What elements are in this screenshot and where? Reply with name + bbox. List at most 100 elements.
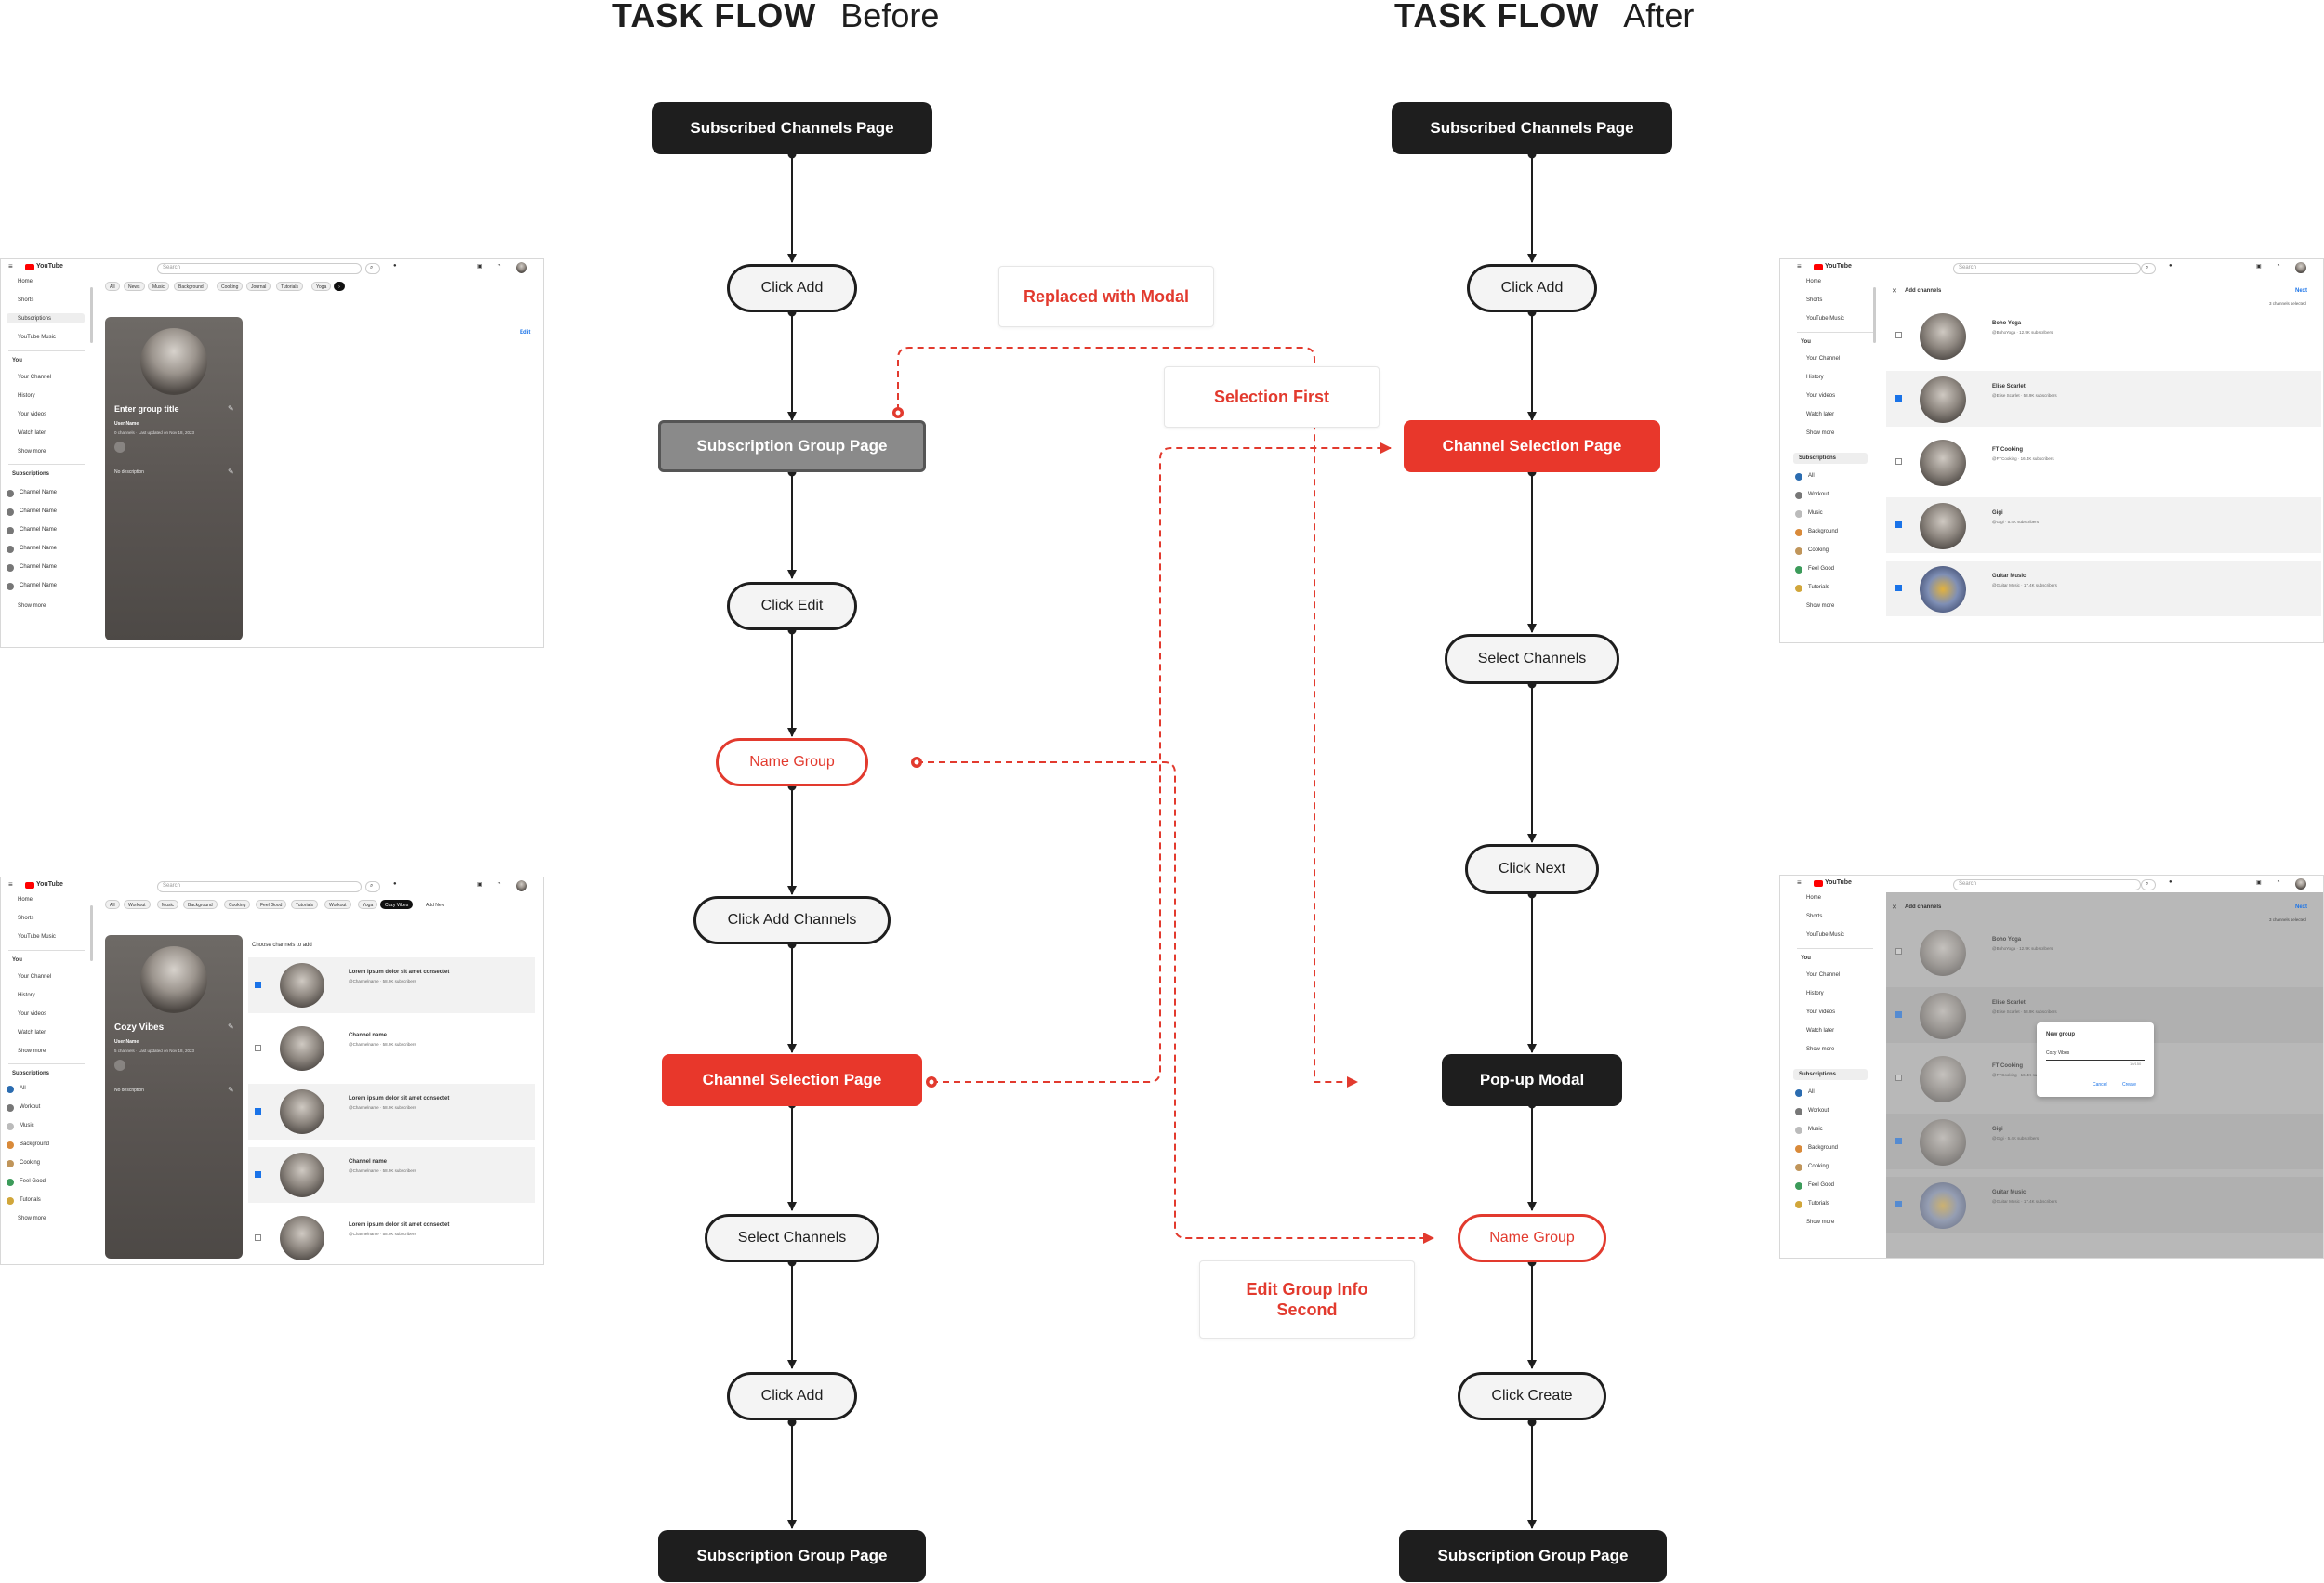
mic-icon[interactable]: ●: [393, 881, 397, 887]
sidebar-filter-all[interactable]: All: [1808, 473, 1815, 479]
sidebar-item-home[interactable]: Home: [1806, 279, 1822, 284]
chip-all[interactable]: All: [105, 282, 120, 291]
chip-feel-good[interactable]: Feel Good: [256, 900, 287, 909]
sidebar-filter-workout[interactable]: Workout: [1808, 492, 1829, 497]
next-button[interactable]: Next: [2295, 904, 2308, 910]
sidebar-filter-cooking[interactable]: Cooking: [1808, 547, 1829, 553]
sidebar-item-subscriptions-active[interactable]: [7, 313, 85, 323]
chip-add-new[interactable]: Add New: [421, 900, 450, 909]
menu-icon[interactable]: ≡: [1797, 878, 1802, 887]
sidebar-scrollbar[interactable]: [90, 287, 93, 343]
sidebar-filter-workout[interactable]: Workout: [1808, 1108, 1829, 1114]
create-button[interactable]: Create: [2122, 1082, 2137, 1088]
search-input[interactable]: Search: [157, 263, 362, 274]
sidebar-item-history[interactable]: History: [18, 993, 35, 998]
sidebar-item-music[interactable]: YouTube Music: [18, 934, 56, 940]
channel-row[interactable]: Guitar Music @Guitar Music · 17.4K subsc…: [1886, 1177, 2323, 1233]
sidebar-subscriptions-heading[interactable]: Subscriptions: [1799, 1072, 1837, 1077]
chip-news[interactable]: News: [124, 282, 145, 291]
group-title[interactable]: Cozy Vibes: [114, 1022, 165, 1033]
channel-row[interactable]: Channel name @Channelname · 58.9K subscr…: [248, 1147, 535, 1203]
sidebar-scrollbar[interactable]: [1873, 287, 1876, 343]
sidebar-item-shorts[interactable]: Shorts: [1806, 914, 1823, 919]
chip-next-arrow-icon[interactable]: ›: [334, 282, 345, 291]
sidebar-item-home[interactable]: Home: [18, 279, 33, 284]
bell-icon[interactable]: ◔: [497, 263, 501, 269]
row-checkbox[interactable]: [1895, 521, 1902, 528]
edit-description-pencil-icon[interactable]: ✎: [228, 468, 234, 476]
search-input[interactable]: Search: [1953, 879, 2141, 890]
group-name-input[interactable]: Cozy Vibes: [2046, 1049, 2145, 1061]
sidebar-item-home[interactable]: Home: [1806, 895, 1822, 901]
sidebar-filter-tutorials[interactable]: Tutorials: [1808, 585, 1829, 590]
sidebar-filter-feel-good[interactable]: Feel Good: [1808, 566, 1835, 572]
channel-row[interactable]: Boho Yoga @BohoYoga · 12.9K subscribers: [1886, 924, 2323, 980]
row-checkbox[interactable]: [1895, 332, 1902, 338]
sidebar-channel-3[interactable]: Channel Name: [20, 527, 58, 533]
chip-cooking[interactable]: Cooking: [217, 282, 244, 291]
search-input[interactable]: Search: [1953, 263, 2141, 274]
sidebar-item-your-channel[interactable]: Your Channel: [18, 375, 52, 380]
sidebar-item-your-channel[interactable]: Your Channel: [18, 974, 52, 980]
channel-row[interactable]: Boho Yoga @BohoYoga · 12.9K subscribers: [1886, 308, 2321, 363]
cancel-button[interactable]: Cancel: [2093, 1082, 2107, 1088]
sidebar-filter-music[interactable]: Music: [20, 1123, 34, 1128]
sidebar-show-more[interactable]: Show more: [1806, 603, 1835, 609]
chip-workout-2[interactable]: Workout: [324, 900, 351, 909]
channel-row[interactable]: FT Cooking @FTCooking · 16.4K subscriber…: [1886, 1050, 2323, 1106]
menu-icon[interactable]: ≡: [8, 880, 13, 889]
sidebar-item-history[interactable]: History: [1806, 991, 1824, 996]
more-options-icon[interactable]: [114, 442, 125, 453]
sidebar-item-show-more[interactable]: Show more: [18, 1049, 46, 1054]
sidebar-filter-background[interactable]: Background: [1808, 1145, 1839, 1151]
sidebar-show-more[interactable]: Show more: [1806, 1220, 1835, 1225]
group-title[interactable]: Enter group title: [114, 404, 179, 414]
edit-description-pencil-icon[interactable]: ✎: [228, 1086, 234, 1094]
sidebar-item-home[interactable]: Home: [18, 897, 33, 903]
sidebar-filter-music[interactable]: Music: [1808, 510, 1823, 516]
sidebar-item-your-channel[interactable]: Your Channel: [1806, 972, 1841, 978]
sidebar-item-music[interactable]: YouTube Music: [1806, 316, 1844, 322]
channel-row[interactable]: Gigi @Gigi · 5.4K subscribers: [1886, 497, 2321, 553]
chip-all[interactable]: All: [105, 900, 120, 909]
sidebar-item-watch-later[interactable]: Watch later: [18, 1030, 46, 1036]
sidebar-filter-cooking[interactable]: Cooking: [1808, 1164, 1829, 1169]
edit-title-pencil-icon[interactable]: ✎: [228, 1022, 234, 1031]
channel-row[interactable]: Elise Scarlet @Elise Scarlet · 58.9K sub…: [1886, 371, 2321, 427]
sidebar-show-more[interactable]: Show more: [18, 1216, 46, 1221]
row-checkbox[interactable]: [1895, 395, 1902, 402]
mic-icon[interactable]: ●: [2169, 879, 2172, 885]
sidebar-filter-background[interactable]: Background: [20, 1141, 50, 1147]
sidebar-item-show-more[interactable]: Show more: [1806, 1047, 1835, 1052]
sidebar-item-history[interactable]: History: [1806, 375, 1824, 380]
sidebar-item-your-videos[interactable]: Your videos: [1806, 393, 1836, 399]
channel-row[interactable]: Guitar Music @Guitar Music · 17.4K subsc…: [1886, 561, 2321, 616]
sidebar-item-music[interactable]: YouTube Music: [18, 335, 56, 340]
row-checkbox[interactable]: [1895, 1201, 1902, 1207]
search-input[interactable]: Search: [157, 881, 362, 892]
sidebar-show-more[interactable]: Show more: [18, 603, 46, 609]
channel-row[interactable]: Lorem ipsum dolor sit amet consectet @Ch…: [248, 1084, 535, 1140]
sidebar-channel-2[interactable]: Channel Name: [20, 508, 58, 514]
chip-workout[interactable]: Workout: [124, 900, 151, 909]
create-icon[interactable]: ▣: [2256, 880, 2262, 886]
row-checkbox[interactable]: [255, 982, 261, 988]
row-checkbox[interactable]: [1895, 948, 1902, 955]
menu-icon[interactable]: ≡: [1797, 262, 1802, 270]
sidebar-filter-workout[interactable]: Workout: [20, 1104, 41, 1110]
sidebar-item-your-videos[interactable]: Your videos: [18, 412, 47, 417]
sidebar-item-subscriptions[interactable]: Subscriptions: [18, 316, 52, 322]
sidebar-filter-all[interactable]: All: [1808, 1089, 1815, 1095]
sidebar-filter-tutorials[interactable]: Tutorials: [20, 1197, 41, 1203]
bell-icon[interactable]: ◔: [497, 881, 501, 887]
sidebar-filter-background[interactable]: Background: [1808, 529, 1839, 534]
row-checkbox[interactable]: [255, 1171, 261, 1178]
youtube-logo-icon[interactable]: [25, 264, 34, 270]
sidebar-item-your-channel[interactable]: Your Channel: [1806, 356, 1841, 362]
row-checkbox[interactable]: [1895, 1138, 1902, 1144]
more-options-icon[interactable]: [114, 1060, 125, 1071]
sidebar-filter-music[interactable]: Music: [1808, 1127, 1823, 1132]
channel-row[interactable]: Lorem ipsum dolor sit amet consectet @Ch…: [248, 957, 535, 1013]
sidebar-channel-5[interactable]: Channel Name: [20, 564, 58, 570]
sidebar-filter-all[interactable]: All: [20, 1086, 26, 1091]
